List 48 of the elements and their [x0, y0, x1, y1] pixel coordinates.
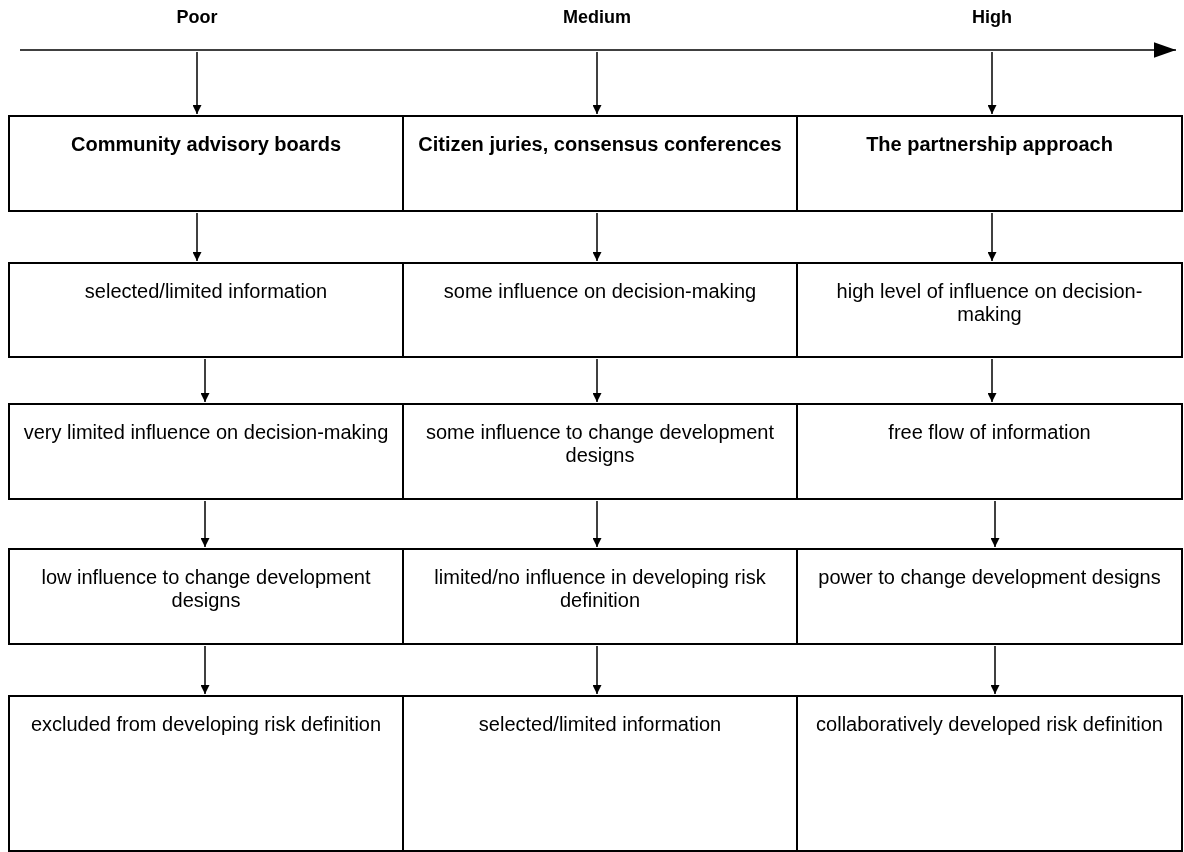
arrow — [592, 358, 602, 403]
box-text: limited/no influence in developing risk definition — [433, 566, 767, 612]
process-box — [8, 115, 404, 212]
box-text: power to change development designs — [817, 566, 1162, 589]
arrow — [990, 500, 1000, 548]
arrow — [592, 500, 602, 548]
process-box — [796, 403, 1183, 500]
box-heading: Community advisory boards — [69, 133, 343, 156]
process-box — [402, 695, 798, 852]
process-box — [796, 115, 1183, 212]
process-box — [8, 695, 404, 852]
box-text: excluded from developing risk definition — [29, 713, 383, 736]
process-box — [402, 262, 798, 358]
arrow — [200, 358, 210, 403]
box-text: some influence to change development designs — [425, 421, 775, 467]
arrow — [200, 645, 210, 695]
box-text: collaboratively developed risk definition — [815, 713, 1164, 736]
box-text: high level of influence on decision-making — [835, 280, 1144, 326]
box-text: selected/limited information — [477, 713, 723, 736]
process-box — [402, 403, 798, 500]
process-box — [402, 548, 798, 645]
process-box — [796, 262, 1183, 358]
arrow — [192, 212, 202, 262]
arrow — [200, 500, 210, 548]
process-box — [796, 548, 1183, 645]
arrow — [592, 645, 602, 695]
scale-label: Poor — [176, 7, 218, 28]
box-text: some influence on decision-making — [442, 280, 758, 303]
arrow — [987, 358, 997, 403]
process-box — [8, 548, 404, 645]
arrow — [987, 212, 997, 262]
process-box — [796, 695, 1183, 852]
box-text: low influence to change development designs — [40, 566, 372, 612]
process-box — [402, 115, 798, 212]
arrow — [592, 51, 602, 115]
arrow — [987, 51, 997, 115]
scale-label: High — [972, 7, 1012, 28]
arrow — [592, 212, 602, 262]
box-text: free flow of information — [887, 421, 1092, 444]
box-text: very limited influence on decision-making — [22, 421, 390, 444]
process-box — [8, 403, 404, 500]
box-heading: The partnership approach — [865, 133, 1114, 156]
process-box — [8, 262, 404, 358]
box-text: selected/limited information — [83, 280, 329, 303]
scale-label: Medium — [563, 7, 631, 28]
arrow — [192, 51, 202, 115]
box-heading: Citizen juries, consensus conferences — [417, 133, 783, 156]
arrow — [990, 645, 1000, 695]
